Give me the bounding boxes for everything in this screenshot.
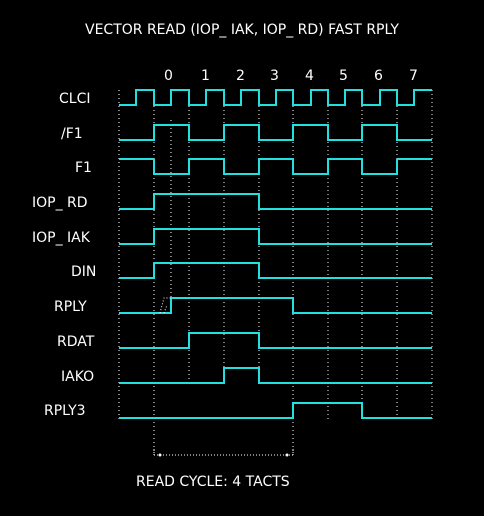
- tick-numbers: 0 1 2 3 4 5 6 7: [164, 68, 418, 84]
- label-clci: CLCI: [59, 91, 90, 107]
- tick-4: 4: [305, 68, 314, 84]
- wave-iop-iak: [119, 228, 432, 245]
- wave-din: [119, 262, 432, 279]
- label-rply: RPLY: [54, 299, 87, 315]
- label-f1: F1: [75, 160, 92, 176]
- wave-clci: [119, 89, 432, 106]
- read-cycle-bracket: [153, 446, 294, 456]
- tick-3: 3: [270, 68, 279, 84]
- tick-2: 2: [236, 68, 245, 84]
- label-iako: IAKO: [61, 369, 94, 385]
- wave-iako: [119, 367, 432, 384]
- label-rply3: RPLY3: [44, 403, 86, 419]
- label-rdat: RDAT: [57, 334, 95, 350]
- label-nf1: /F1: [61, 126, 83, 142]
- wave-nf1: [119, 124, 432, 141]
- tick-5: 5: [339, 68, 348, 84]
- waveforms: [119, 89, 432, 419]
- bracket-dot: [158, 453, 162, 457]
- tick-6: 6: [374, 68, 383, 84]
- signal-labels: CLCI /F1 F1 IOP_ RD IOP_ IAK DIN RPLY RD…: [32, 91, 96, 419]
- label-iop-iak: IOP_ IAK: [32, 230, 91, 246]
- tick-7: 7: [409, 68, 418, 84]
- tick-1: 1: [201, 68, 210, 84]
- wave-iop-rd: [119, 193, 432, 210]
- rply-delay-marker: [159, 297, 171, 314]
- wave-rply: [119, 297, 432, 314]
- guide-lines: [118, 90, 433, 455]
- wave-rply3: [119, 402, 432, 419]
- wave-f1: [153, 158, 398, 175]
- label-iop-rd: IOP_ RD: [32, 195, 88, 211]
- label-din: DIN: [71, 264, 96, 280]
- diagram-title: VECTOR READ (IOP_ IAK, IOP_ RD) FAST RPL…: [85, 22, 399, 38]
- tick-0: 0: [164, 68, 173, 84]
- bracket-dot: [285, 453, 289, 457]
- read-cycle-caption: READ CYCLE: 4 TACTS: [136, 474, 290, 490]
- wave-rdat: [119, 332, 432, 349]
